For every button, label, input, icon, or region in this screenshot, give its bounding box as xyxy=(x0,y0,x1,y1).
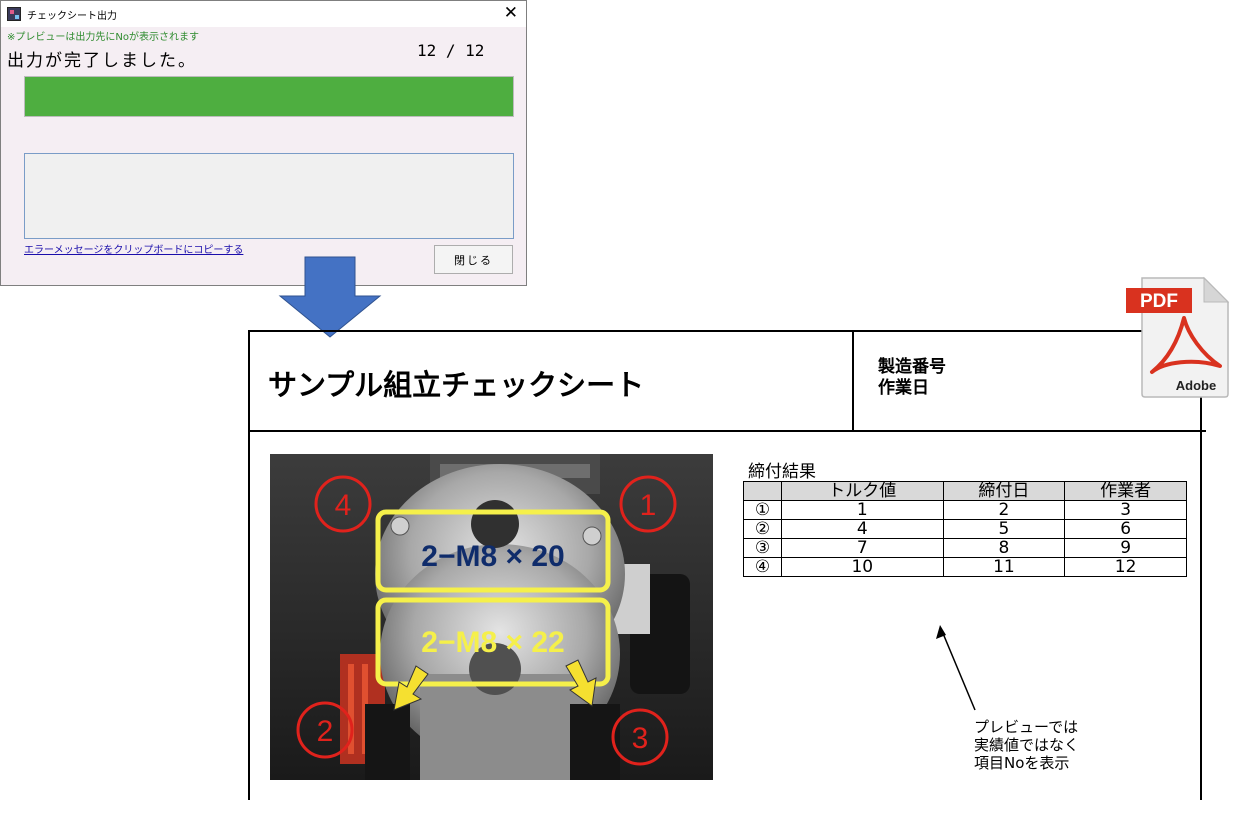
annotation-line-1: プレビューでは xyxy=(974,718,1079,736)
header-divider xyxy=(248,430,1206,432)
annotation-line-3: 項目Noを表示 xyxy=(974,754,1070,772)
table-cell: 4 xyxy=(781,519,944,539)
header-vertical-divider xyxy=(852,330,854,430)
title-bar: チェックシート出力 ✕ xyxy=(1,1,526,27)
bolt-spec-top: 2−M8 × 20 xyxy=(421,540,564,573)
table-cell: 6 xyxy=(1064,519,1187,539)
adobe-label: Adobe xyxy=(1176,378,1216,393)
table-row: ④ 10 11 12 xyxy=(743,557,1187,577)
marker-1: 1 xyxy=(619,475,677,533)
table-row: ① 1 2 3 xyxy=(743,500,1187,520)
check-sheet-preview: サンプル組立チェックシート 製造番号 作業日 xyxy=(248,330,1206,800)
assembly-photo: 2−M8 × 20 2−M8 × 22 4 1 2 3 xyxy=(270,454,713,780)
pdf-label: PDF xyxy=(1140,291,1178,312)
window-title: チェックシート出力 xyxy=(27,11,117,22)
yellow-arrow-right-icon xyxy=(565,659,597,707)
sheet-title: サンプル組立チェックシート xyxy=(268,368,645,402)
results-header-row: トルク値 締付日 作業者 xyxy=(743,481,1187,501)
highlight-box-top xyxy=(375,509,611,593)
marker-2: 2 xyxy=(296,701,354,759)
bolt-spec-bottom: 2−M8 × 22 xyxy=(421,626,564,659)
annotation-line-2: 実績値ではなく xyxy=(974,736,1080,754)
row-label: ① xyxy=(743,500,782,520)
table-cell: 5 xyxy=(942,519,1066,539)
progress-bar xyxy=(24,76,514,117)
table-cell: 8 xyxy=(942,538,1066,558)
row-label: ④ xyxy=(743,557,782,577)
marker-3: 3 xyxy=(611,708,669,766)
svg-text:3: 3 xyxy=(632,722,649,755)
svg-text:2: 2 xyxy=(317,715,334,748)
results-header-corner xyxy=(743,481,782,501)
table-cell: 10 xyxy=(781,557,944,577)
sheet-meta: 製造番号 作業日 xyxy=(878,357,946,399)
border-top xyxy=(248,330,1206,332)
table-cell: 9 xyxy=(1064,538,1187,558)
highlight-box-bottom xyxy=(375,597,611,687)
table-cell: 11 xyxy=(942,557,1066,577)
marker-4: 4 xyxy=(314,475,372,533)
pointer-line xyxy=(941,630,976,711)
yellow-arrow-left-icon xyxy=(393,665,429,711)
table-cell: 2 xyxy=(942,500,1066,520)
progress-bar-fill xyxy=(25,77,513,116)
output-dialog: チェックシート出力 ✕ ※プレビューは出力先にNoが表示されます 出力が完了しま… xyxy=(0,0,527,286)
border-right xyxy=(1200,330,1202,800)
svg-text:4: 4 xyxy=(335,489,352,522)
pdf-file-icon: PDF Adobe xyxy=(1126,276,1230,398)
results-title: 締付結果 xyxy=(748,462,816,482)
row-label: ③ xyxy=(743,538,782,558)
progress-counter: 12 / 12 xyxy=(417,41,485,60)
table-cell: 1 xyxy=(781,500,944,520)
border-left xyxy=(248,330,250,800)
table-cell: 3 xyxy=(1064,500,1187,520)
table-row: ③ 7 8 9 xyxy=(743,538,1187,558)
table-cell: 7 xyxy=(781,538,944,558)
preview-note: ※プレビューは出力先にNoが表示されます xyxy=(7,32,199,43)
work-date-label: 作業日 xyxy=(878,378,929,398)
close-icon[interactable]: ✕ xyxy=(503,3,518,23)
results-header-date: 締付日 xyxy=(942,481,1066,501)
error-log-textarea[interactable] xyxy=(24,153,514,239)
results-header-worker: 作業者 xyxy=(1064,481,1187,501)
app-icon xyxy=(7,7,21,21)
results-table: トルク値 締付日 作業者 ① 1 2 3 ② 4 5 6 ③ 7 8 9 xyxy=(743,481,1187,577)
close-button[interactable]: 閉じる xyxy=(434,245,513,274)
pdf-badge xyxy=(1126,288,1192,313)
table-row: ② 4 5 6 xyxy=(743,519,1187,539)
row-label: ② xyxy=(743,519,782,539)
pointer-arrowhead-icon xyxy=(936,625,946,639)
results-header-torque: トルク値 xyxy=(781,481,944,501)
copy-error-link[interactable]: エラーメッセージをクリップボードにコピーする xyxy=(24,245,244,256)
acrobat-logo-icon xyxy=(1150,316,1222,374)
preview-annotation: プレビューでは 実績値ではなく 項目Noを表示 xyxy=(974,718,1079,772)
svg-text:1: 1 xyxy=(640,489,657,522)
serial-number-label: 製造番号 xyxy=(878,357,946,377)
status-message: 出力が完了しました。 xyxy=(7,51,197,71)
table-cell: 12 xyxy=(1064,557,1187,577)
